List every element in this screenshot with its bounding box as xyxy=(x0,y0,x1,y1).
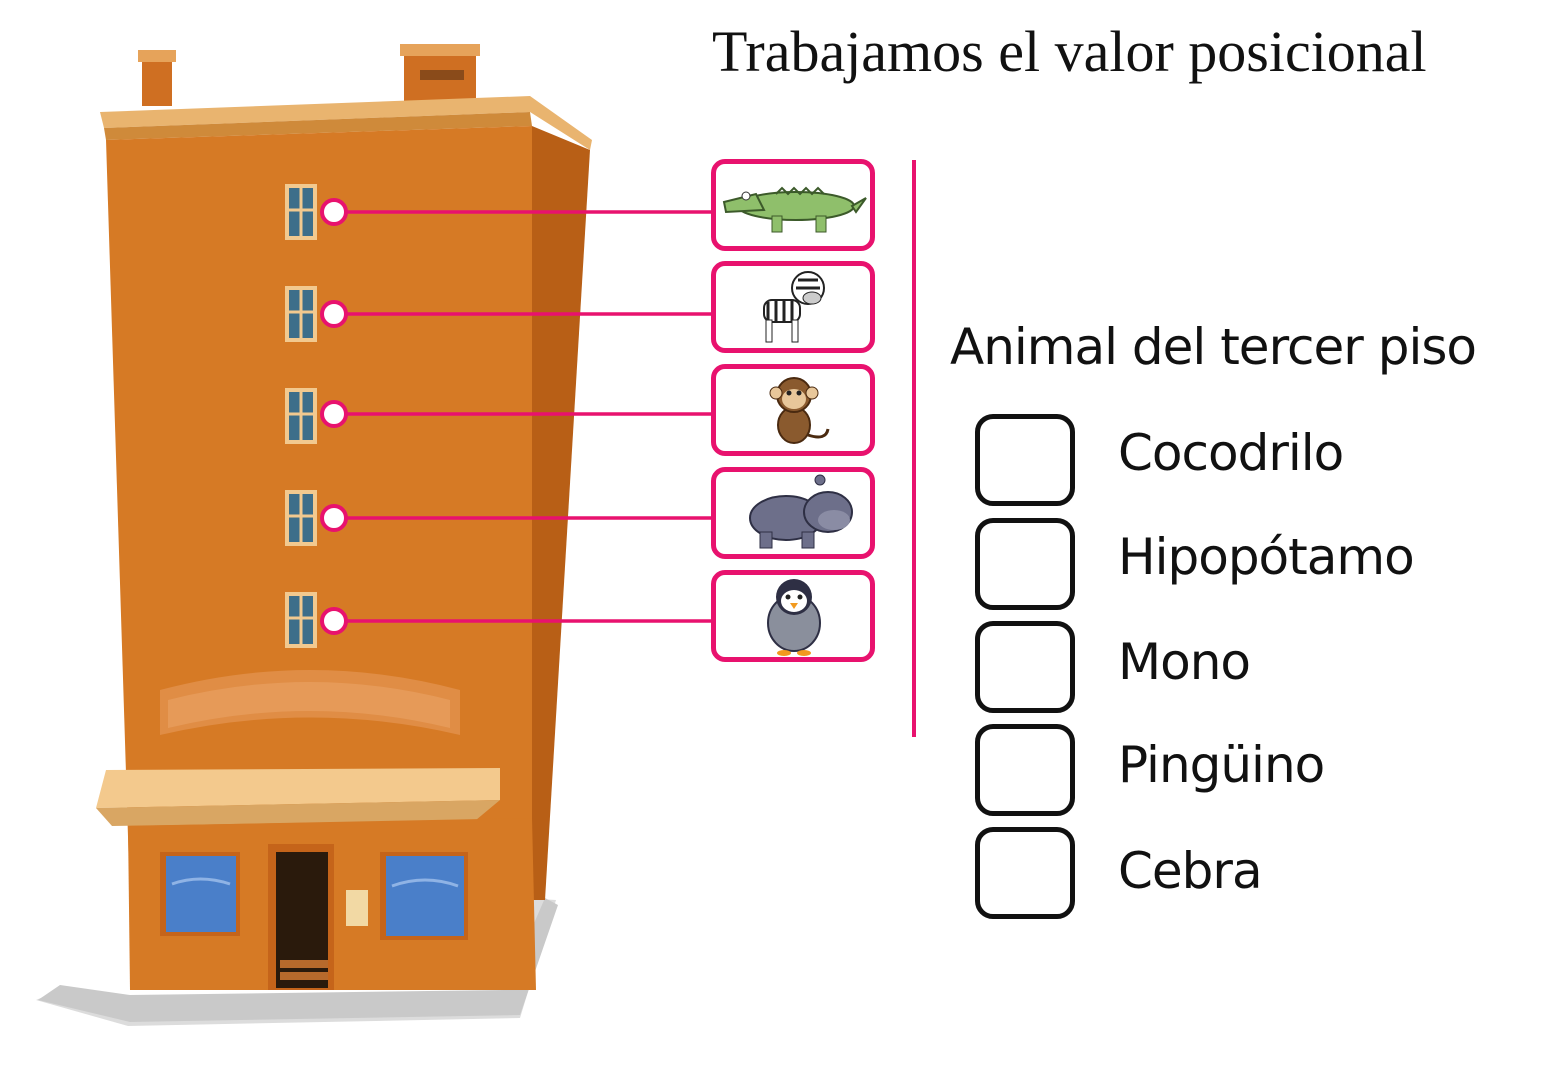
checkbox-pinguino[interactable] xyxy=(975,724,1075,816)
checkbox-hipopotamo[interactable] xyxy=(975,518,1075,610)
animal-card-penguin xyxy=(711,570,875,662)
animal-card-zebra xyxy=(711,261,875,353)
zebra-icon xyxy=(763,271,825,343)
checkbox-cebra[interactable] xyxy=(975,827,1075,919)
penguin-icon xyxy=(767,579,821,656)
floor-windows xyxy=(285,184,317,648)
option-label-pinguino: Pingüino xyxy=(1118,736,1325,794)
vertical-divider xyxy=(912,160,916,737)
crocodile-icon xyxy=(722,186,867,233)
question-text: Animal del tercer piso xyxy=(950,318,1477,376)
apartment-building-icon xyxy=(36,44,711,1026)
hippo-icon xyxy=(749,474,853,549)
option-label-mono: Mono xyxy=(1118,633,1251,691)
checkbox-mono[interactable] xyxy=(975,621,1075,713)
animal-card-monkey xyxy=(711,364,875,456)
checkbox-cocodrilo[interactable] xyxy=(975,414,1075,506)
page-title: Trabajamos el valor posicional xyxy=(712,19,1427,84)
option-label-hipopotamo: Hipopótamo xyxy=(1118,528,1415,586)
animal-card-hippo xyxy=(711,467,875,559)
option-label-cocodrilo: Cocodrilo xyxy=(1118,424,1344,482)
animal-card-crocodile xyxy=(711,159,875,251)
monkey-icon xyxy=(769,377,830,444)
option-label-cebra: Cebra xyxy=(1118,842,1263,900)
